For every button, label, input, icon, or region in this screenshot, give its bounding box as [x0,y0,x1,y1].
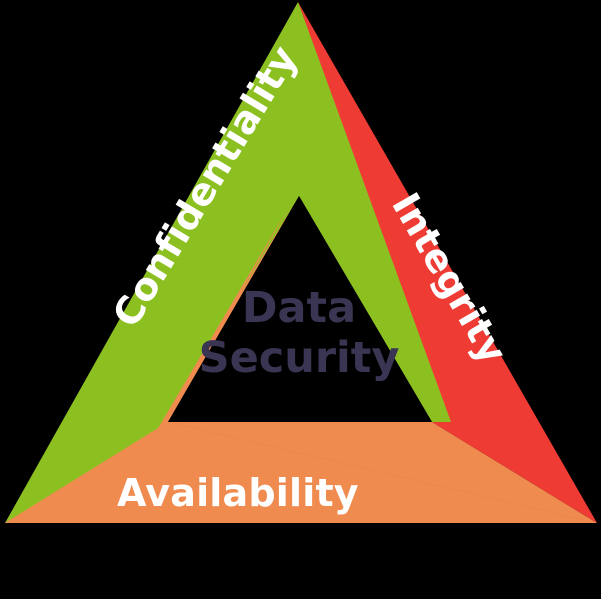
center-title-line2: Security [199,333,400,383]
availability-label: Availability [117,471,359,515]
integrity-band-shape [168,2,597,523]
center-title-line1: Data [242,283,356,333]
confidentiality-band-shape [5,2,451,523]
availability-band-base [5,422,597,523]
inner-triangle-hole [168,196,432,422]
